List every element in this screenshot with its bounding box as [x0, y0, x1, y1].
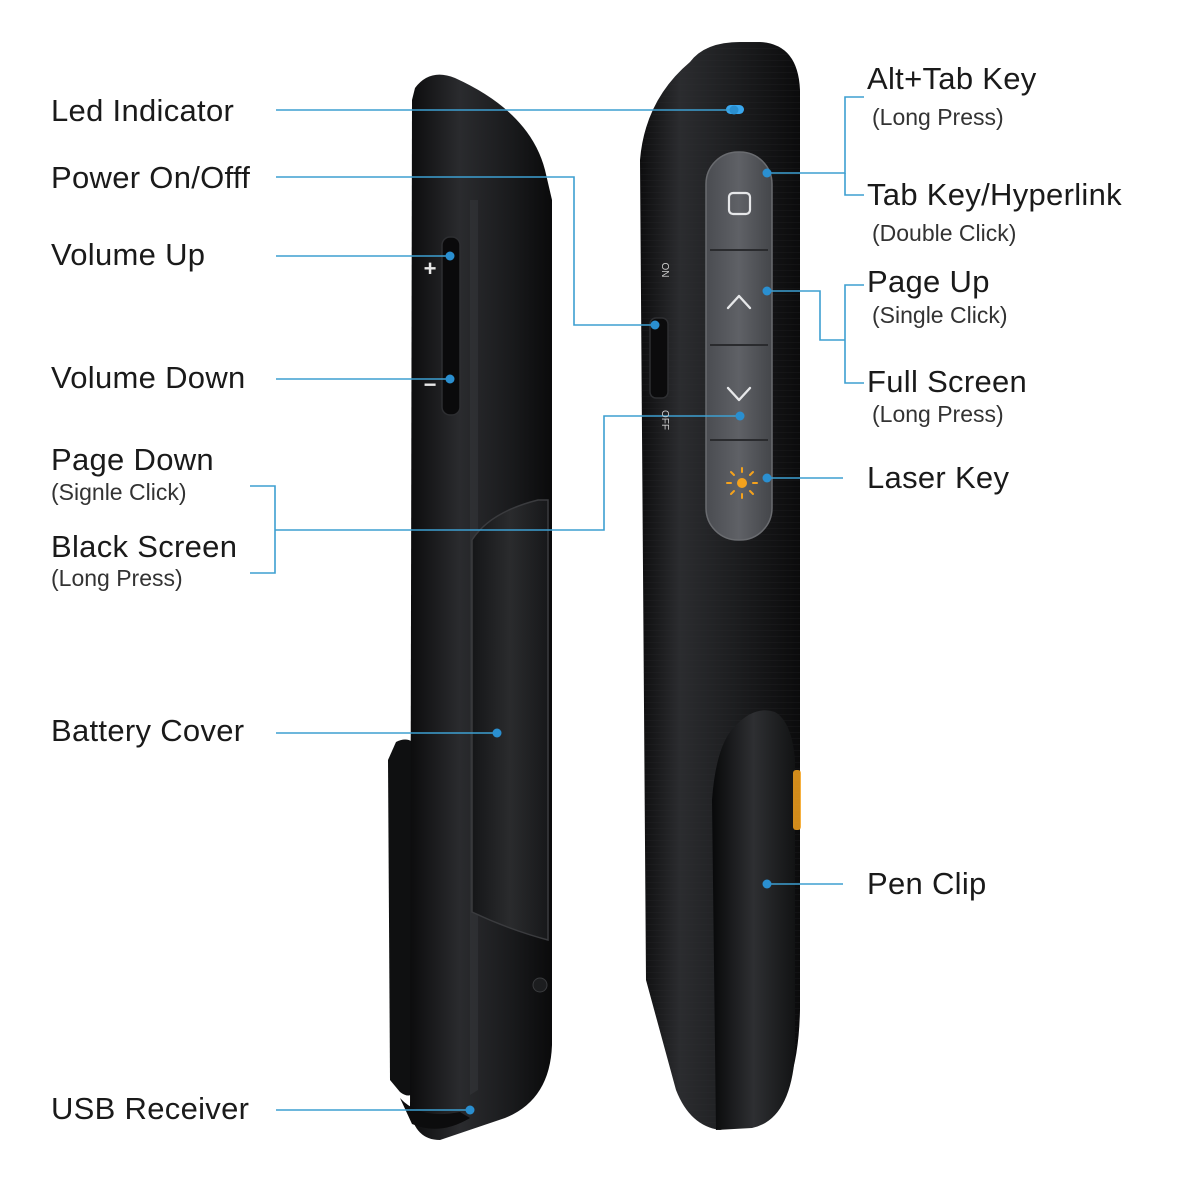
callout-page-down-bracket	[250, 485, 276, 574]
label-volume-up: Volume Up	[51, 237, 206, 272]
callout-page-down	[275, 415, 740, 531]
battery-cover	[471, 499, 549, 941]
label-alt-tab-note: (Long Press)	[872, 104, 1004, 130]
label-pen-clip: Pen Clip	[867, 866, 987, 901]
callout-lines	[250, 96, 864, 1111]
label-black-screen-note: (Long Press)	[51, 565, 183, 591]
label-led-indicator: Led Indicator	[51, 93, 235, 128]
callout-page-up	[767, 290, 845, 341]
label-volume-down: Volume Down	[51, 360, 246, 395]
usb-receiver-part	[400, 1098, 470, 1129]
right-device	[640, 42, 801, 1130]
label-page-down-note: (Signle Click)	[51, 479, 187, 505]
chevron-down-icon	[726, 386, 752, 402]
label-black-screen: Black Screen	[51, 529, 238, 564]
label-usb-receiver: USB Receiver	[51, 1091, 250, 1126]
right-pen-clip	[712, 710, 795, 1130]
callout-alt-tab	[767, 96, 864, 174]
label-tab-key: Tab Key/Hyperlink	[867, 177, 1122, 212]
callout-page-up-link	[844, 284, 864, 384]
window-square-icon	[727, 191, 752, 216]
label-page-down: Page Down	[51, 442, 214, 477]
callout-tab-key	[844, 173, 864, 196]
switch-on-mark: ON	[659, 263, 670, 278]
label-alt-tab: Alt+Tab Key	[867, 61, 1037, 96]
label-page-up-note: (Single Click)	[872, 302, 1008, 328]
label-page-up: Page Up	[867, 264, 990, 299]
label-full-screen: Full Screen	[867, 364, 1028, 399]
switch-off-mark: OFF	[659, 410, 670, 430]
chevron-up-icon	[726, 294, 752, 310]
power-switch	[649, 317, 669, 399]
left-device	[388, 74, 552, 1141]
callout-dots	[445, 105, 772, 1115]
label-power: Power On/Offf	[51, 160, 251, 195]
callout-power	[276, 176, 655, 326]
volume-rocker	[441, 236, 461, 416]
minus-mark: −	[424, 372, 437, 397]
label-tab-key-note: (Double Click)	[872, 220, 1017, 246]
sun-laser-icon	[726, 467, 758, 499]
label-full-screen-note: (Long Press)	[872, 401, 1004, 427]
label-laser-key: Laser Key	[867, 460, 1010, 495]
plus-mark: +	[424, 256, 437, 281]
label-battery-cover: Battery Cover	[51, 713, 245, 748]
